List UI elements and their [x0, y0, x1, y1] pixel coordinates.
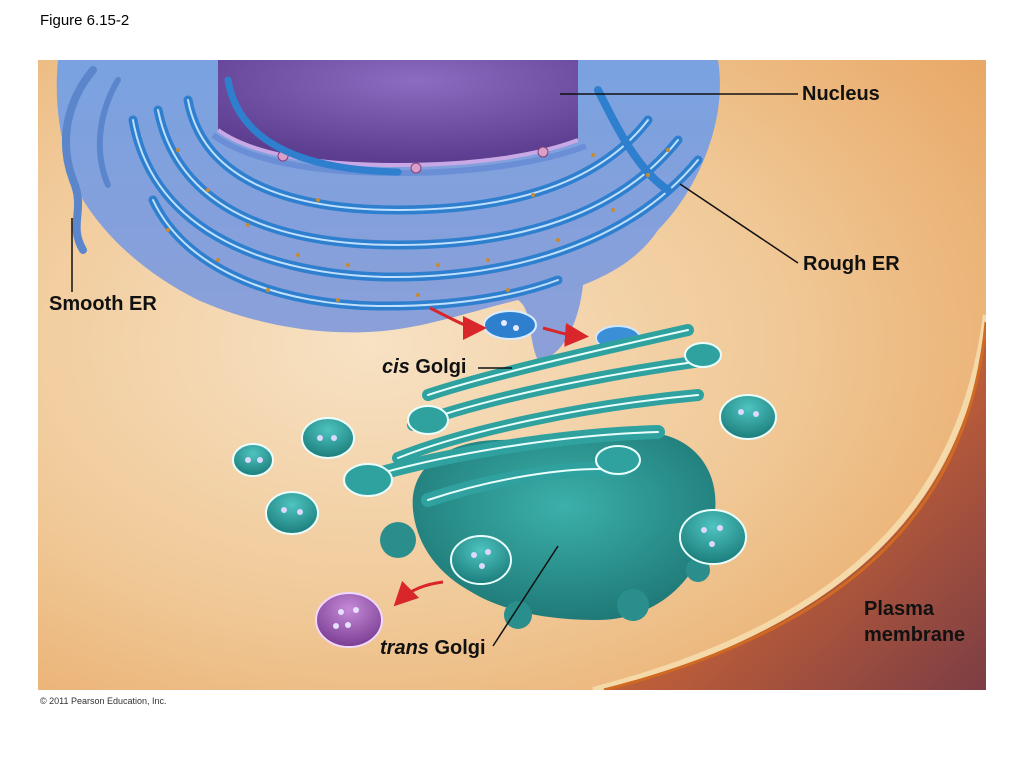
label-smooth-er: Smooth ER: [49, 293, 157, 315]
nucleus: [218, 60, 578, 165]
diagram-panel: Nucleus Rough ER Smooth ER cis Golgi tra…: [38, 60, 986, 690]
label-cis-golgi: cis Golgi: [382, 356, 467, 378]
label-rough-er: Rough ER: [803, 253, 900, 275]
arrow-golgi-to-membrane: [393, 580, 444, 607]
transport-vesicle: [483, 310, 537, 340]
cell-illustration: [38, 60, 986, 690]
er-cisternae: [128, 76, 703, 311]
golgi-end-vesicles: [343, 342, 722, 497]
ribosomes: [166, 148, 670, 302]
label-trans-golgi: trans Golgi: [380, 637, 486, 659]
nuclear-pores: [277, 146, 549, 174]
released-vesicle: [315, 592, 383, 648]
secretory-vesicles: [232, 394, 777, 585]
smooth-er-tubule: [61, 66, 97, 254]
copyright-notice: © 2011 Pearson Education, Inc.: [40, 696, 167, 706]
plasma-membrane: [592, 314, 986, 690]
arrow-vesicle-to-golgi: [542, 322, 589, 347]
figure-label: Figure 6.15-2: [40, 12, 130, 29]
leader-lines: [71, 93, 799, 647]
arrow-er-to-vesicle: [429, 306, 487, 340]
extracellular-region: [598, 320, 986, 690]
label-nucleus: Nucleus: [802, 83, 880, 105]
